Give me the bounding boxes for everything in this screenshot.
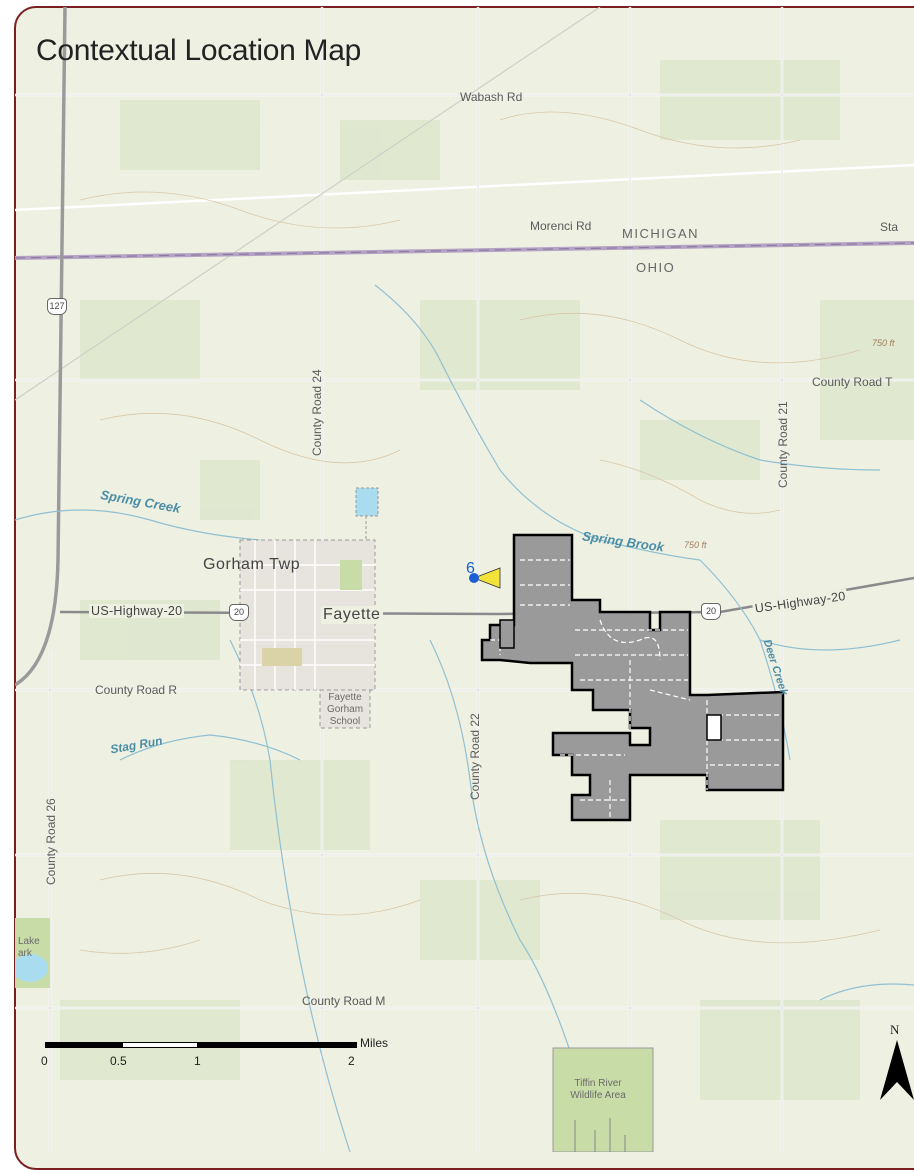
label-lake-park: Lake ark xyxy=(18,936,40,959)
view-cone xyxy=(472,567,501,589)
diagonal-road xyxy=(15,7,601,401)
project-area xyxy=(480,533,785,822)
map-frame xyxy=(14,6,914,1170)
scale-bar xyxy=(45,1042,357,1048)
label-county-road-21: County Road 21 xyxy=(776,401,790,488)
label-state-partial: Sta xyxy=(880,220,899,234)
label-ohio: OHIO xyxy=(636,260,676,275)
label-gorham-twp: Gorham Twp xyxy=(203,556,301,573)
scale-tick-1: 1 xyxy=(194,1054,201,1068)
parcel-lines xyxy=(490,559,780,820)
label-fayette-gorham-school: Fayette Gorham School xyxy=(326,692,364,727)
label-county-road-22: County Road 22 xyxy=(468,713,482,800)
us127-shield: 127 xyxy=(47,298,67,315)
us20-shield-west: 20 xyxy=(229,604,249,621)
label-county-road-r: County Road R xyxy=(95,683,178,697)
tiffin-river-area xyxy=(552,1047,654,1152)
scale-tick-0-5: 0.5 xyxy=(110,1054,127,1068)
viewpoint-marker xyxy=(469,573,479,583)
label-county-road-24: County Road 24 xyxy=(310,369,324,456)
label-wabash-rd: Wabash Rd xyxy=(460,90,523,104)
label-morenci-rd: Morenci Rd xyxy=(530,219,592,233)
label-elev-750-a: 750 ft xyxy=(872,338,895,348)
us127-road xyxy=(15,7,67,687)
north-label: N xyxy=(890,1022,900,1037)
scale-tick-0: 0 xyxy=(41,1054,48,1068)
label-county-road-m: County Road M xyxy=(302,994,386,1008)
viewpoint-number: 6 xyxy=(466,560,475,577)
label-county-road-t: County Road T xyxy=(812,375,893,389)
contours xyxy=(79,111,881,954)
label-tiffin-river: Tiffin River Wildlife Area xyxy=(570,1078,626,1101)
streams xyxy=(15,284,914,1152)
label-us-highway-20-west: US-Highway-20 xyxy=(89,604,185,618)
north-arrow xyxy=(880,1040,914,1100)
us20-shield-east: 20 xyxy=(701,603,721,620)
label-elev-750-b: 750 ft xyxy=(684,540,707,550)
label-county-road-26: County Road 26 xyxy=(44,798,58,885)
label-michigan: MICHIGAN xyxy=(622,226,699,241)
scale-unit: Miles xyxy=(360,1036,389,1050)
section-roads xyxy=(15,7,914,1152)
scale-tick-2: 2 xyxy=(348,1054,355,1068)
map-title: Contextual Location Map xyxy=(36,34,361,67)
lake-water xyxy=(15,954,48,982)
woodland-patches xyxy=(60,60,914,1100)
label-fayette: Fayette xyxy=(321,606,383,624)
fayette-town xyxy=(239,487,379,729)
